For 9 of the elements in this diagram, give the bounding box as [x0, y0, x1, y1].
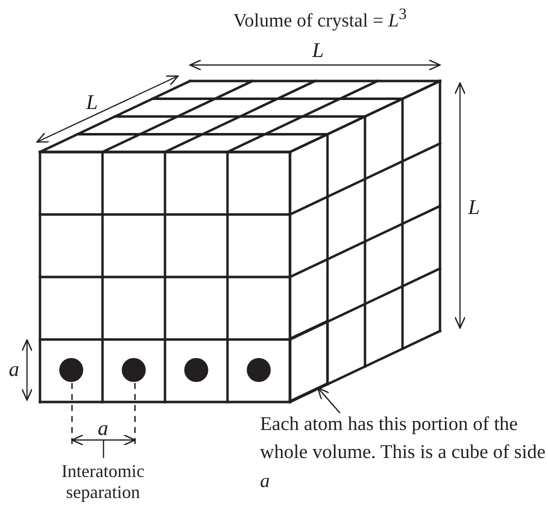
caption-text: Interatomic separation [60, 461, 146, 502]
leader-line [317, 387, 340, 414]
dimension-label: L [85, 90, 99, 114]
title: Volume of crystal = L$^{3}$ [232, 6, 408, 32]
dimension-label: L [311, 38, 325, 62]
dimension-label: L [467, 195, 481, 220]
dimension-label: a [96, 416, 110, 440]
annotation-text: Each atom has this portion of the whole volume. This is a cube of side a [260, 411, 546, 496]
dimension-label: a [8, 357, 20, 382]
